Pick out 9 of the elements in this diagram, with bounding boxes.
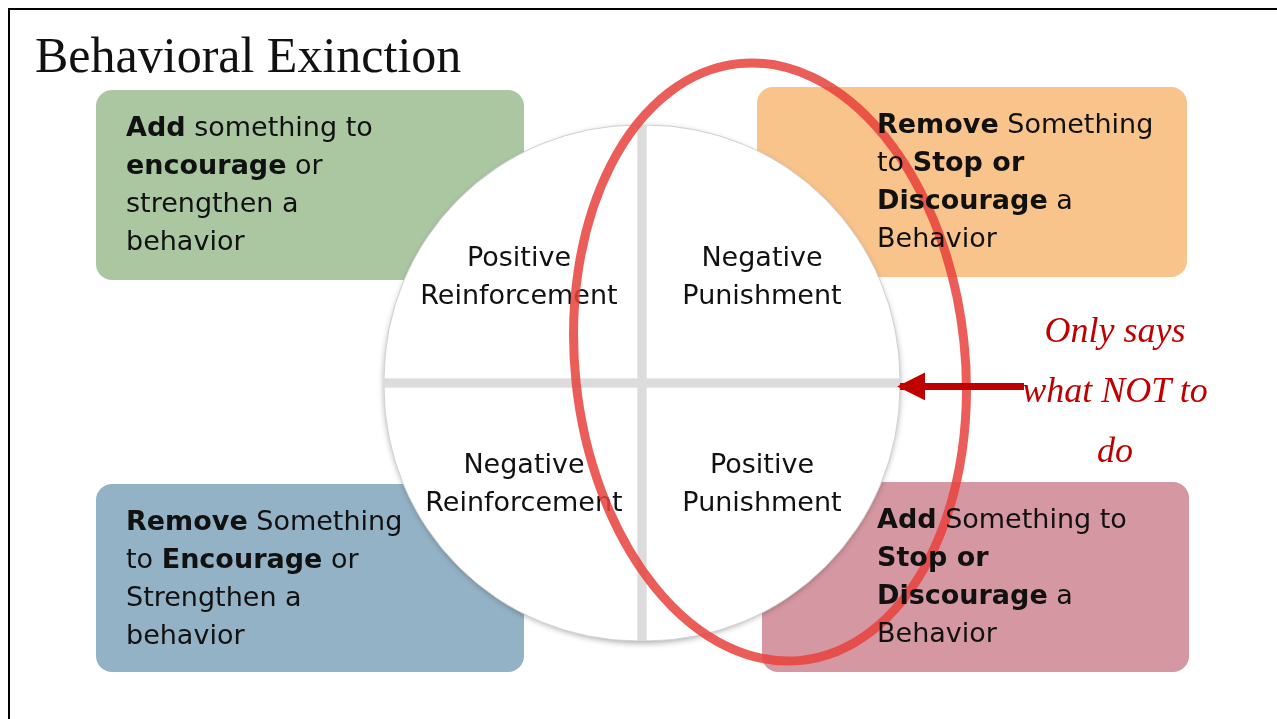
quadrant-label: Negative Punishment — [681, 240, 843, 312]
card-text: Remove Something to Encourage or Strengthen a behavior — [126, 504, 404, 652]
card-text: Remove Something to Stop or Discourage a Behavior — [877, 107, 1155, 255]
card-text: Add Something to Stop or Discourage a Behavior — [877, 502, 1128, 650]
annotation-note: Only says what NOT to do — [1020, 300, 1210, 480]
quadrant-segment — [384, 125, 638, 379]
quadrant-label: Positive Punishment — [681, 447, 843, 519]
slide-title: Behavioral Exinction — [35, 26, 462, 84]
card-text: Add something to encourage or strengthen a behavior — [126, 110, 374, 258]
